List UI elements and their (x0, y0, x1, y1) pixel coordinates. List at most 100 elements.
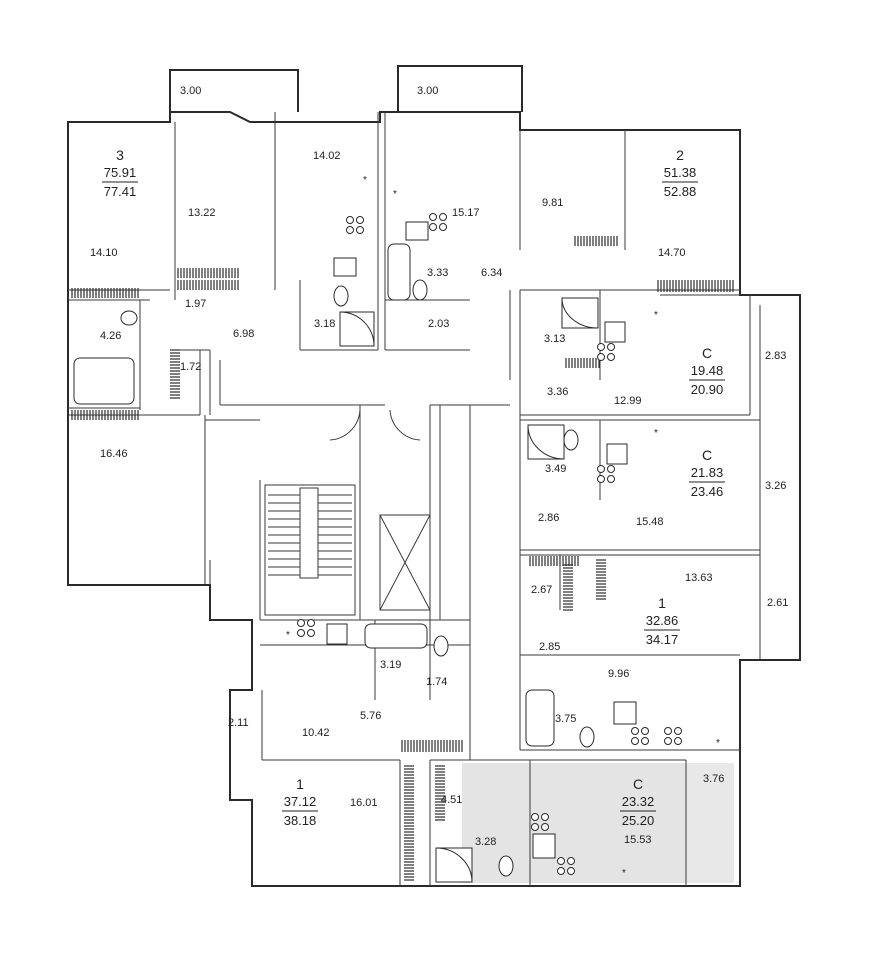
room-area: 12.99 (614, 395, 642, 407)
room-area: 3.00 (180, 85, 201, 97)
apartment-label-1b: 1 37.12 38.18 (282, 776, 318, 828)
toilet-icon (333, 285, 349, 307)
svg-text:20.90: 20.90 (691, 382, 724, 397)
room-area: 5.76 (360, 710, 381, 722)
room-area: 6.34 (481, 267, 502, 279)
room-area: 2.03 (428, 318, 449, 330)
sink-icon (333, 257, 357, 277)
bathtub-icon (387, 243, 411, 301)
sink-icon (606, 443, 628, 465)
svg-text:34.17: 34.17 (646, 632, 679, 647)
room-area: 3.76 (703, 773, 724, 785)
svg-text:3: 3 (116, 147, 124, 163)
svg-text:2: 2 (676, 147, 684, 163)
sink-icon (326, 623, 348, 645)
room-area: 1.72 (180, 361, 201, 373)
room-area: 4.51 (441, 794, 462, 806)
svg-text:21.83: 21.83 (691, 465, 724, 480)
apartment-label-c3: С 23.32 25.20 (620, 776, 656, 828)
sink-icon (613, 701, 637, 725)
ventilation-stars: * * * * * * * (286, 175, 720, 879)
ventilation-star-icon: * (654, 310, 658, 321)
apartment-label-3: 3 75.91 77.41 (102, 147, 138, 199)
room-area: 3.13 (544, 333, 565, 345)
shower-icon (435, 847, 473, 883)
svg-text:С: С (633, 776, 643, 792)
room-area: 3.00 (417, 85, 438, 97)
svg-text:1: 1 (658, 595, 666, 611)
inner-walls (68, 112, 761, 886)
apartment-label-1a: 1 32.86 34.17 (644, 595, 680, 647)
ventilation-star-icon: * (716, 738, 720, 749)
room-area-labels: 3.00 3.00 14.02 13.22 14.10 15.17 9.81 1… (90, 85, 788, 848)
room-area: 14.02 (313, 150, 341, 162)
ventilation-star-icon: * (622, 868, 626, 879)
room-area: 3.36 (547, 386, 568, 398)
room-area: 3.28 (475, 836, 496, 848)
svg-text:1: 1 (296, 776, 304, 792)
room-area: 16.46 (100, 448, 128, 460)
svg-text:37.12: 37.12 (284, 794, 317, 809)
highlighted-apartment-balcony (686, 763, 734, 883)
sink-icon (604, 321, 626, 343)
doors (329, 409, 421, 441)
svg-text:51.38: 51.38 (664, 165, 697, 180)
svg-text:23.32: 23.32 (622, 794, 655, 809)
svg-text:С: С (702, 447, 712, 463)
room-area: 3.75 (555, 713, 576, 725)
bathtub-icon (525, 689, 555, 747)
room-area: 2.86 (538, 512, 559, 524)
ventilation-star-icon: * (393, 189, 397, 200)
room-area: 2.67 (531, 584, 552, 596)
toilet-icon (120, 310, 138, 326)
svg-text:77.41: 77.41 (104, 184, 137, 199)
room-area: 14.70 (658, 247, 686, 259)
room-area: 1.74 (426, 676, 447, 688)
svg-text:25.20: 25.20 (622, 813, 655, 828)
fixtures (73, 213, 682, 883)
room-area: 4.26 (100, 330, 121, 342)
room-area: 3.18 (314, 318, 335, 330)
room-area: 3.19 (380, 659, 401, 671)
apartment-label-c1: С 19.48 20.90 (689, 345, 725, 397)
room-area: 3.49 (545, 463, 566, 475)
toilet-icon (579, 726, 595, 748)
ventilation-star-icon: * (286, 630, 290, 641)
apartment-label-2: 2 51.38 52.88 (662, 147, 698, 199)
room-area: 2.61 (767, 597, 788, 609)
wall-hatches (71, 236, 734, 881)
room-area: 10.42 (302, 727, 330, 739)
outer-walls (67, 65, 801, 887)
ventilation-star-icon: * (363, 175, 367, 186)
room-area: 9.96 (608, 668, 629, 680)
shower-icon (561, 297, 599, 329)
room-area: 14.10 (90, 247, 118, 259)
shower-icon (527, 424, 565, 460)
toilet-icon (498, 855, 514, 877)
toilet-icon (412, 279, 428, 301)
room-area: 3.26 (765, 480, 786, 492)
apartment-label-c2: С 21.83 23.46 (689, 447, 725, 499)
svg-text:52.88: 52.88 (664, 184, 697, 199)
svg-text:75.91: 75.91 (104, 165, 137, 180)
room-area: 15.48 (636, 516, 664, 528)
toilet-icon (433, 635, 449, 657)
room-area: 15.17 (452, 207, 480, 219)
room-area: 15.53 (624, 834, 652, 846)
room-area: 16.01 (350, 797, 378, 809)
room-area: 9.81 (542, 197, 563, 209)
room-area: 6.98 (233, 328, 254, 340)
svg-text:32.86: 32.86 (646, 613, 679, 628)
toilet-icon (563, 429, 579, 451)
bathtub-icon (73, 357, 135, 405)
sink-icon (405, 221, 429, 241)
bathtub-icon (364, 623, 428, 649)
svg-text:23.46: 23.46 (691, 484, 724, 499)
room-area: 2.11 (228, 717, 249, 729)
room-area: 13.22 (188, 207, 216, 219)
svg-text:38.18: 38.18 (284, 813, 317, 828)
ventilation-star-icon: * (654, 428, 658, 439)
room-area: 2.85 (539, 641, 560, 653)
room-area: 13.63 (685, 572, 713, 584)
